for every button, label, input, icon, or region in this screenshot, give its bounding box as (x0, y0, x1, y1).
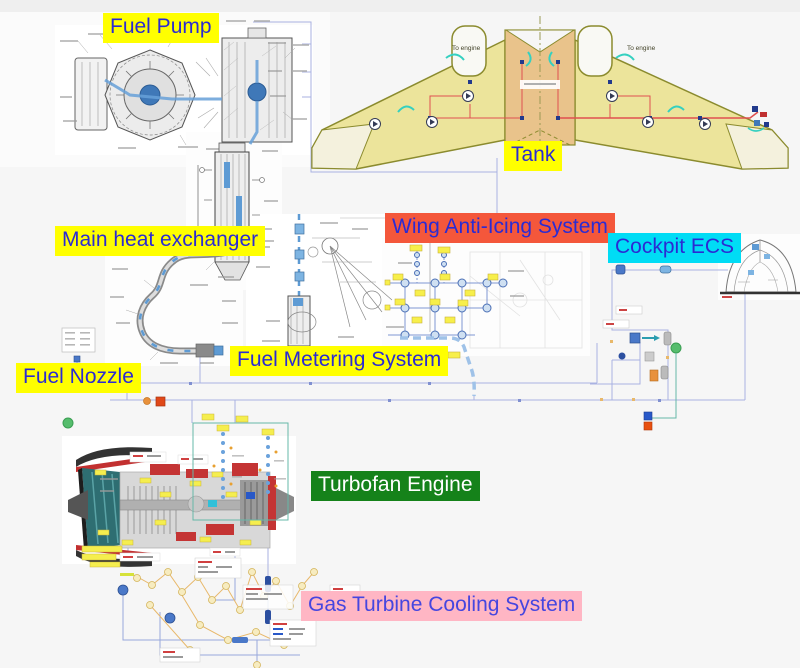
ghost-drawing (469, 251, 583, 349)
label-gas-turbine-cooling-system: Gas Turbine Cooling System (301, 591, 583, 621)
cockpit-ecs-schematic (560, 264, 728, 431)
label-main-heat-exchanger: Main heat exchanger (55, 226, 266, 256)
label-fuel-metering-system: Fuel Metering System (230, 346, 449, 376)
label-tank: Tank (504, 141, 563, 171)
label-cockpit-ecs: Cockpit ECS (608, 233, 742, 263)
fuel-metering-drawing (252, 214, 431, 354)
tank-pump-symbols (369, 90, 711, 130)
tank-wing-drawing: To engine To engine (268, 16, 789, 170)
label-turbofan-engine: Turbofan Engine (311, 471, 480, 501)
gas-turbine-cooling-schematic (117, 557, 361, 668)
to-engine-label-right: To engine (627, 45, 656, 52)
engine-bleed-schematic (192, 413, 289, 521)
mini-table (61, 327, 96, 363)
label-fuel-pump: Fuel Pump (103, 13, 219, 43)
fuel-pump-drawing (60, 20, 309, 150)
wing-anti-icing-schematic (384, 244, 583, 397)
bus-components (62, 342, 682, 429)
to-engine-label-left: To engine (452, 45, 481, 52)
fuel-nozzle-drawing (110, 240, 238, 364)
wingtip-components (747, 106, 769, 132)
cooling-annotation-boxes (159, 557, 361, 663)
cockpit-sketch (720, 239, 800, 298)
turbofan-engine-image (68, 447, 294, 568)
label-wing-anti-icing-system: Wing Anti-Icing System (385, 213, 615, 243)
label-fuel-nozzle: Fuel Nozzle (16, 363, 141, 393)
